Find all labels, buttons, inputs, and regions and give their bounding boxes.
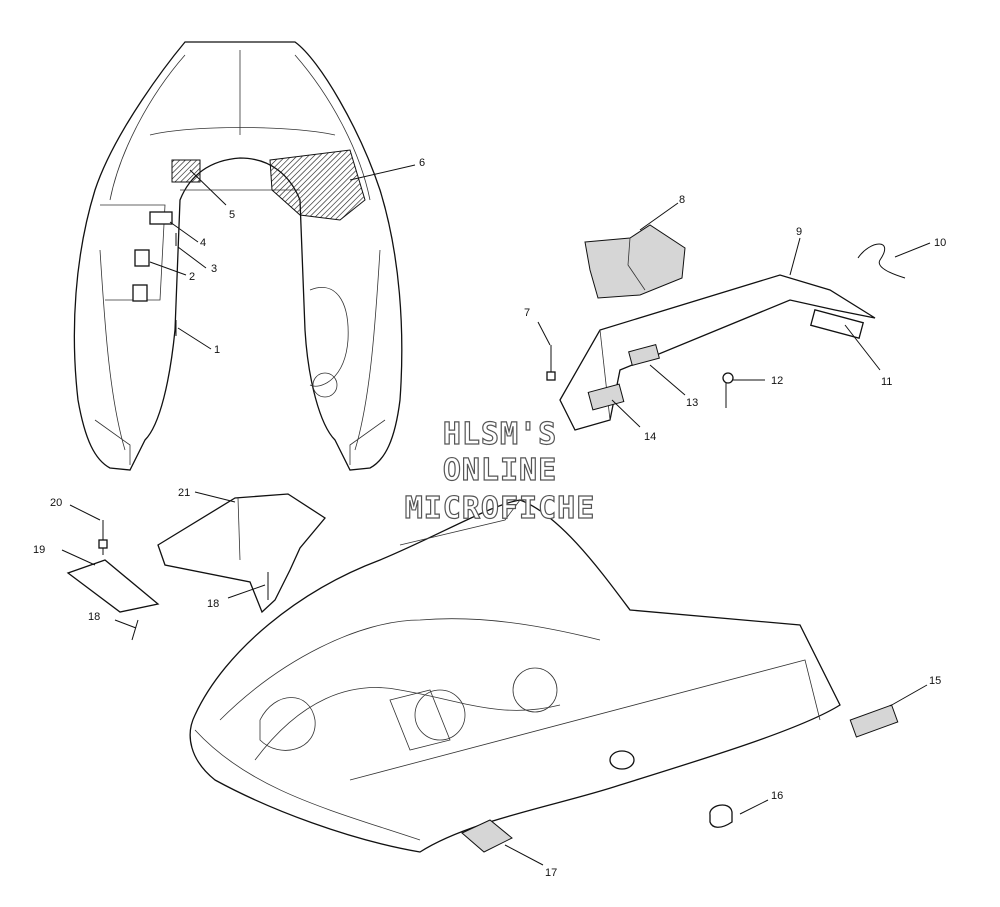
callout-15: 15 — [929, 675, 941, 687]
watermark-line-2: ONLINE — [443, 453, 557, 488]
callout-4: 4 — [200, 237, 206, 249]
callout-17: 17 — [545, 867, 557, 879]
watermark-line-1: HLSM'S — [443, 417, 557, 452]
callout-8: 8 — [679, 194, 685, 206]
leader-lines — [61, 164, 931, 866]
part-10-clip — [857, 243, 906, 279]
callout-labels: 1 2 3 4 5 6 7 8 9 10 11 12 13 14 15 16 1… — [33, 157, 946, 879]
part-7-screw — [546, 345, 556, 381]
watermark-line-3: MICROFICHE — [405, 491, 596, 526]
part-15-lens — [849, 704, 899, 738]
callout-13: 13 — [686, 397, 698, 409]
callout-21: 21 — [178, 487, 190, 499]
callout-1: 1 — [214, 344, 220, 356]
callout-18b: 18 — [207, 598, 219, 610]
callout-2: 2 — [189, 271, 195, 283]
part-19-plate — [66, 520, 160, 613]
callout-19: 19 — [33, 544, 45, 556]
callout-5: 5 — [229, 209, 235, 221]
part-17-plate — [461, 819, 513, 853]
hood-top-view — [73, 41, 403, 471]
callout-16: 16 — [771, 790, 783, 802]
part-12-screw — [722, 372, 734, 408]
callout-11: 11 — [881, 376, 892, 388]
callout-14: 14 — [644, 431, 656, 443]
part-16-plug — [709, 804, 733, 828]
hood-lower-view — [189, 499, 841, 853]
callout-18a: 18 — [88, 611, 100, 623]
callout-12: 12 — [771, 375, 783, 387]
callout-3: 3 — [211, 263, 217, 275]
part-21-plate — [157, 493, 326, 614]
callout-7: 7 — [524, 307, 530, 319]
part-9-panel — [559, 274, 876, 431]
part-8-cover — [584, 224, 686, 299]
callout-6: 6 — [419, 157, 425, 169]
watermark: HLSM'S ONLINE MICROFICHE — [404, 416, 596, 526]
callout-9: 9 — [796, 226, 802, 238]
callout-20: 20 — [50, 497, 62, 509]
part-18-screws — [131, 572, 269, 641]
callout-10: 10 — [934, 237, 946, 249]
